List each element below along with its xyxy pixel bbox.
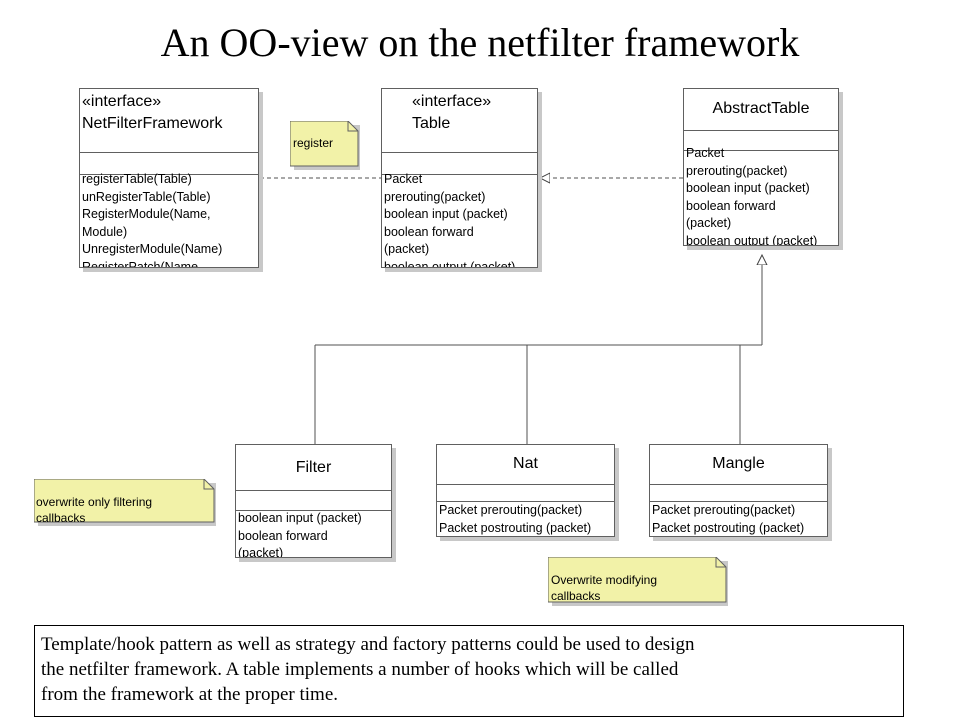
caption-line: the netfilter framework. A table impleme… — [41, 659, 679, 680]
operation: boolean forward — [238, 528, 328, 543]
operation: boolean output (packet) — [384, 259, 516, 268]
attributes-compartment — [437, 485, 614, 502]
class-table: «interface» Table Packet prerouting(pack… — [381, 88, 538, 268]
operation: RegisterPatch(Name — [82, 259, 199, 268]
operation: prerouting(packet) — [686, 163, 788, 178]
class-name: Table — [412, 115, 451, 132]
caption-box: Template/hook pattern as well as strateg… — [34, 625, 904, 717]
class-header: Mangle — [650, 445, 827, 485]
operation: Module) — [82, 224, 128, 239]
class-name: Filter — [295, 459, 332, 476]
class-name: Mangle — [712, 455, 765, 472]
operation: boolean forward — [384, 224, 474, 239]
note-modify-callbacks: Overwrite modifying callbacks — [548, 557, 730, 607]
operation: UnregisterModule(Name) — [82, 242, 223, 256]
note-line: callbacks — [36, 511, 86, 522]
operation: Packet postrouting (packet) — [652, 520, 805, 535]
attributes-compartment — [382, 153, 537, 175]
class-mangle: Mangle Packet prerouting(packet) Packet … — [649, 444, 828, 537]
operation: (packet) — [384, 242, 430, 256]
slide-title: An OO-view on the netfilter framework — [160, 20, 800, 65]
class-header: «interface» Table — [382, 89, 537, 153]
stereotype-label: «interface» — [412, 93, 492, 110]
operation: Packet prerouting(packet) — [439, 503, 583, 517]
operation: Packet postrouting (packet) — [439, 520, 592, 535]
class-nat: Nat Packet prerouting(packet) Packet pos… — [436, 444, 615, 537]
operations-compartment: boolean input (packet) boolean forward (… — [236, 510, 391, 558]
note-line: overwrite only filtering — [36, 495, 153, 509]
operations-compartment: Packet prerouting(packet) boolean input … — [382, 171, 537, 268]
operation: unRegisterTable(Table) — [82, 189, 211, 204]
class-header: AbstractTable — [684, 89, 838, 131]
operations-compartment: Packet prerouting(packet) boolean input … — [684, 145, 838, 246]
operation: Packet — [384, 172, 423, 186]
operation: (packet) — [238, 546, 284, 558]
operation: Packet prerouting(packet) — [652, 503, 796, 517]
note-line: register — [293, 136, 334, 150]
attributes-compartment — [650, 485, 827, 502]
operation: boolean input (packet) — [238, 511, 362, 525]
note-line: Overwrite modifying — [551, 573, 658, 587]
operation: boolean forward — [686, 198, 776, 213]
operation: boolean output (packet) — [686, 233, 818, 246]
operation: boolean input (packet) — [686, 181, 810, 195]
operation: prerouting(packet) — [384, 189, 486, 204]
class-header: Nat — [437, 445, 614, 485]
class-name: NetFilterFramework — [82, 115, 223, 132]
class-filter: Filter boolean input (packet) boolean fo… — [235, 444, 392, 558]
attributes-compartment — [80, 153, 258, 175]
class-name: Nat — [513, 455, 538, 472]
note-filter-callbacks: overwrite only filtering callbacks — [34, 479, 218, 527]
stereotype-label: «interface» — [82, 93, 162, 110]
attributes-compartment — [236, 491, 391, 511]
operation: boolean input (packet) — [384, 207, 508, 221]
caption-line: from the framework at the proper time. — [41, 684, 339, 705]
note-register: register — [290, 121, 362, 171]
operation: Packet — [686, 146, 725, 160]
operations-compartment: registerTable(Table) unRegisterTable(Tab… — [80, 171, 258, 268]
class-netfilterframework: «interface» NetFilterFramework registerT… — [79, 88, 259, 268]
caption-line: Template/hook pattern as well as strateg… — [41, 634, 695, 655]
class-name: AbstractTable — [712, 100, 810, 117]
operation: RegisterModule(Name, — [82, 207, 211, 221]
class-header: Filter — [236, 445, 391, 491]
operations-compartment: Packet prerouting(packet) Packet postrou… — [437, 502, 614, 536]
class-abstracttable: AbstractTable Packet prerouting(packet) … — [683, 88, 839, 246]
attributes-compartment — [684, 131, 838, 151]
operation: registerTable(Table) — [82, 172, 192, 186]
operations-compartment: Packet prerouting(packet) Packet postrou… — [650, 502, 827, 536]
operation: (packet) — [686, 216, 732, 230]
note-line: callbacks — [551, 589, 601, 600]
class-header: «interface» NetFilterFramework — [80, 89, 258, 153]
